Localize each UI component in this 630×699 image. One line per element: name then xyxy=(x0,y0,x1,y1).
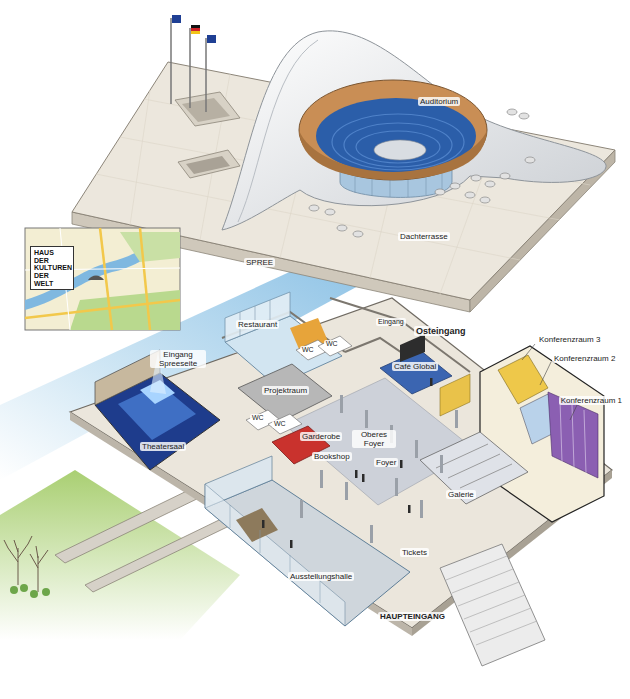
gallery-room xyxy=(420,432,528,504)
ground-floor xyxy=(70,298,612,636)
room-label: Projektraum xyxy=(262,386,309,395)
room-label: Konferenzraum 3 xyxy=(537,335,602,344)
wc-label: WC xyxy=(324,340,340,348)
roof-shell xyxy=(222,31,606,230)
trees xyxy=(4,536,48,592)
room-label: Galerie xyxy=(446,490,476,499)
room-label: Garderobe xyxy=(300,432,342,441)
flags xyxy=(171,15,216,112)
room-label: Ausstellungshalle xyxy=(288,572,354,581)
wc-label: WC xyxy=(272,420,288,428)
room-label: Foyer xyxy=(374,458,398,467)
location-map xyxy=(25,228,180,330)
entrance-label: Osteingang xyxy=(414,326,468,336)
river-label: SPREE xyxy=(244,258,275,267)
wc-label: WC xyxy=(250,414,266,422)
shrubs xyxy=(10,584,50,598)
area-label: Dachterrasse xyxy=(398,232,450,241)
room-label: Oberes Foyer xyxy=(352,430,396,448)
map-title: HAUS DER KULTUREN DER WELT xyxy=(34,249,70,287)
room-label: Theatersaal xyxy=(140,442,186,451)
project-room xyxy=(238,364,332,422)
room-label: Café Global xyxy=(392,362,438,371)
room-label: Konferenzraum 2 xyxy=(552,354,617,363)
wc-label: WC xyxy=(300,346,316,354)
counter-label: Tickets xyxy=(400,548,429,557)
theatre-hall xyxy=(95,350,220,470)
exhibition-hall xyxy=(205,456,410,626)
room-label: Restaurant xyxy=(236,320,279,329)
people xyxy=(262,378,433,548)
room-label: Auditorium xyxy=(418,97,460,106)
main-stairs xyxy=(440,544,545,666)
room-label: Konferenzraum 1 xyxy=(559,396,624,405)
auditorium-bowl xyxy=(299,80,487,180)
wc-blocks xyxy=(246,336,352,434)
entrance-label: Eingang Spreeseite xyxy=(150,350,206,368)
columns xyxy=(300,395,458,543)
conference-rooms xyxy=(480,344,604,522)
entrance-label: HAUPTEINGANG xyxy=(378,612,447,621)
entrance-label: Eingang xyxy=(376,318,406,326)
map-label-box: HAUS DER KULTUREN DER WELT xyxy=(30,246,74,290)
cafe-area xyxy=(380,334,470,416)
roof-vents xyxy=(309,109,535,237)
room-label: Bookshop xyxy=(312,452,352,461)
